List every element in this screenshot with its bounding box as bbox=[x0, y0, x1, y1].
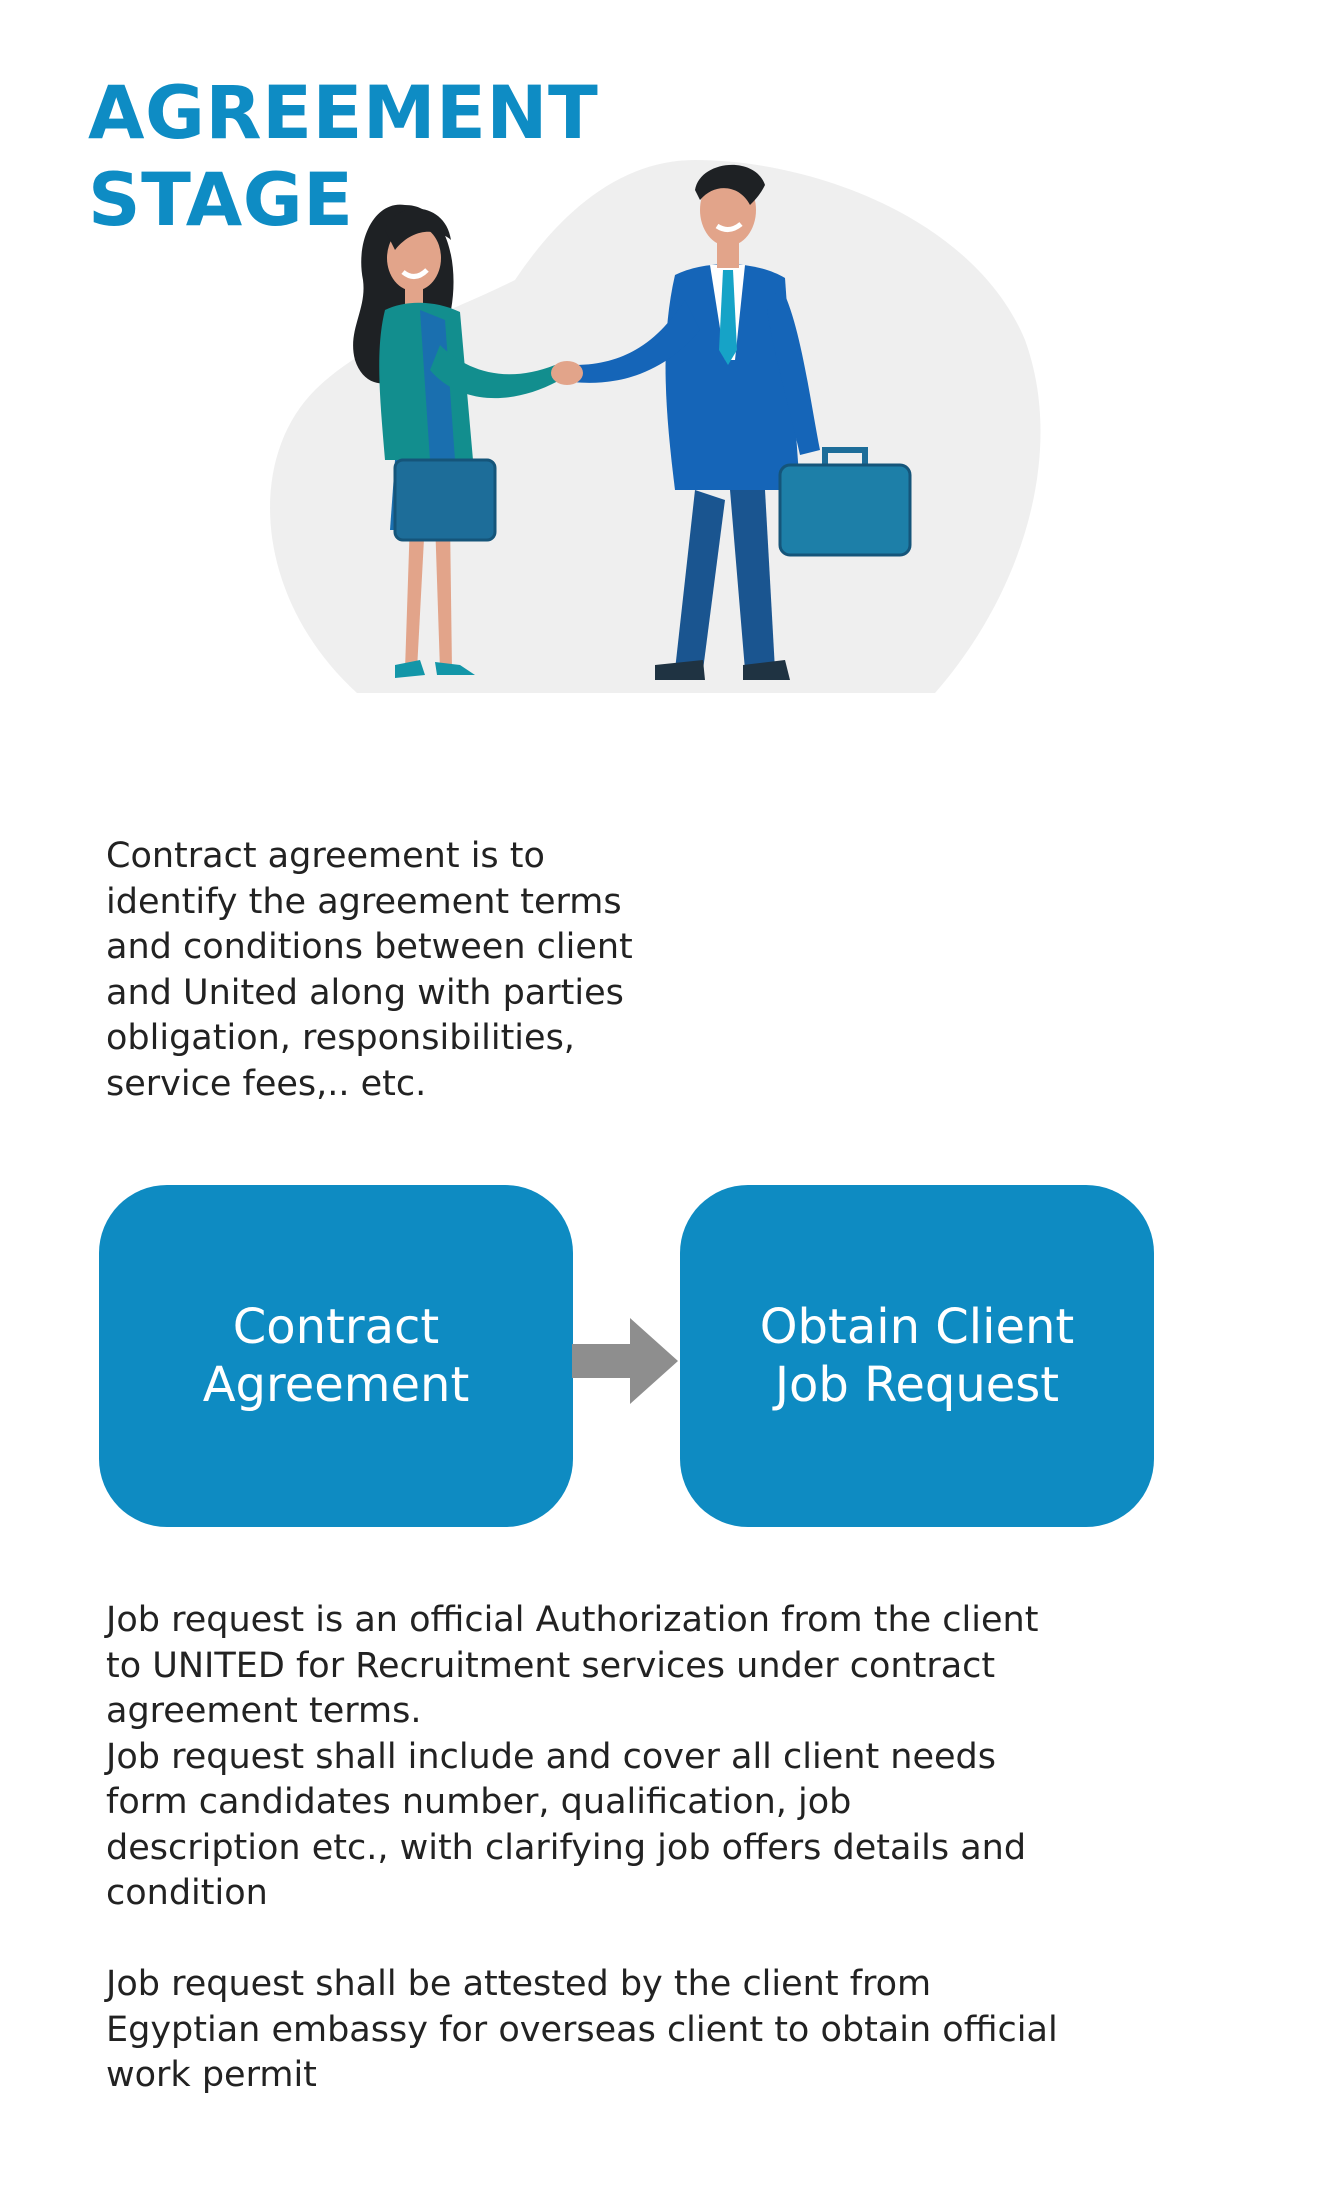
flow-step-contract-agreement: Contract Agreement bbox=[99, 1185, 573, 1527]
flow-step-label: Contract Agreement bbox=[202, 1299, 470, 1413]
page-title-line-1: AGREEMENT bbox=[88, 71, 599, 156]
woman-figure bbox=[353, 204, 560, 678]
handshake-illustration bbox=[270, 160, 1041, 693]
job-request-description: Job request is an official Authorization… bbox=[106, 1600, 1039, 1913]
contract-agreement-description: Contract agreement is to identify the ag… bbox=[106, 836, 633, 1104]
attestation-description: Job request shall be attested by the cli… bbox=[106, 1964, 1058, 2095]
man-figure bbox=[551, 164, 912, 680]
page-title-line-2: STAGE bbox=[88, 158, 354, 243]
page-title: AGREEMENT STAGE bbox=[88, 70, 598, 244]
flow-step-job-request: Obtain Client Job Request bbox=[680, 1185, 1154, 1527]
flow-step-label: Obtain Client Job Request bbox=[759, 1299, 1075, 1413]
background-blob bbox=[270, 160, 1041, 693]
arrow-right-icon bbox=[572, 1318, 678, 1404]
